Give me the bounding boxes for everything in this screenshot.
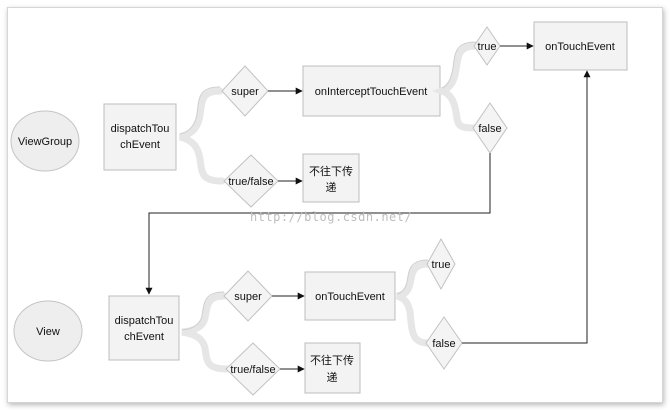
- view-false-diamond: [425, 316, 463, 370]
- viewgroup-dispatch-box: [103, 103, 177, 171]
- viewgroup-actor-ellipse: [10, 110, 80, 172]
- view-dispatch-label-line1: dispatchTou: [115, 315, 174, 327]
- view-truefalse-diamond: [225, 342, 281, 396]
- view-super-diamond: [223, 270, 273, 322]
- viewgroup-ontouchevent-label: onTouchEvent: [545, 41, 615, 53]
- view-ontouchevent-label: onTouchEvent: [315, 291, 385, 303]
- view-no-pass-line2: 递: [327, 370, 338, 384]
- view-actor-ellipse: [13, 300, 83, 362]
- view-false-to-viewgroup-ontouchevent-connector: [462, 70, 591, 344]
- viewgroup-truefalse-diamond: [223, 154, 279, 208]
- view-ontouchevent-box: [304, 271, 396, 321]
- viewgroup-ontouchevent-box: [533, 21, 628, 71]
- intercept-true-diamond: [473, 26, 501, 66]
- viewgroup-dispatch-label-line2: chEvent: [120, 139, 160, 151]
- intercept-box: [302, 65, 441, 117]
- viewgroup-no-pass-line1: 不往下传: [309, 164, 353, 178]
- view-true-diamond: [426, 237, 456, 291]
- view-branch-brace: [181, 292, 231, 373]
- viewgroup-super-label: super: [231, 86, 259, 98]
- viewgroup-dispatch-label-line1: dispatchTou: [111, 123, 170, 135]
- view-false-label: false: [432, 338, 455, 350]
- viewgroup-no-pass-box: [302, 153, 360, 203]
- view-true-label: true: [432, 259, 451, 271]
- intercept-false-label: false: [478, 123, 501, 135]
- intercept-label: onInterceptTouchEvent: [315, 86, 428, 98]
- view-truefalse-label: true/false: [230, 364, 275, 376]
- intercept-true-label: true: [478, 41, 497, 53]
- viewgroup-branch-brace: [179, 87, 226, 185]
- view-actor-label: View: [36, 326, 60, 338]
- view-touch-branch-brace: [395, 260, 432, 347]
- false-to-view-dispatch-connector: [145, 153, 491, 295]
- viewgroup-super-diamond: [221, 65, 269, 117]
- viewgroup-actor-label: ViewGroup: [18, 136, 72, 148]
- view-no-pass-box: [304, 342, 361, 394]
- watermark-text: http://blog.csdn.net/: [250, 210, 412, 224]
- view-no-pass-line1: 不往下传: [310, 353, 354, 367]
- intercept-branch-brace: [432, 42, 480, 132]
- viewgroup-no-pass-line2: 递: [326, 180, 337, 194]
- view-dispatch-label-line2: chEvent: [124, 331, 164, 343]
- view-super-label: super: [234, 291, 262, 303]
- viewgroup-truefalse-label: true/false: [228, 176, 273, 188]
- view-dispatch-box: [108, 295, 180, 361]
